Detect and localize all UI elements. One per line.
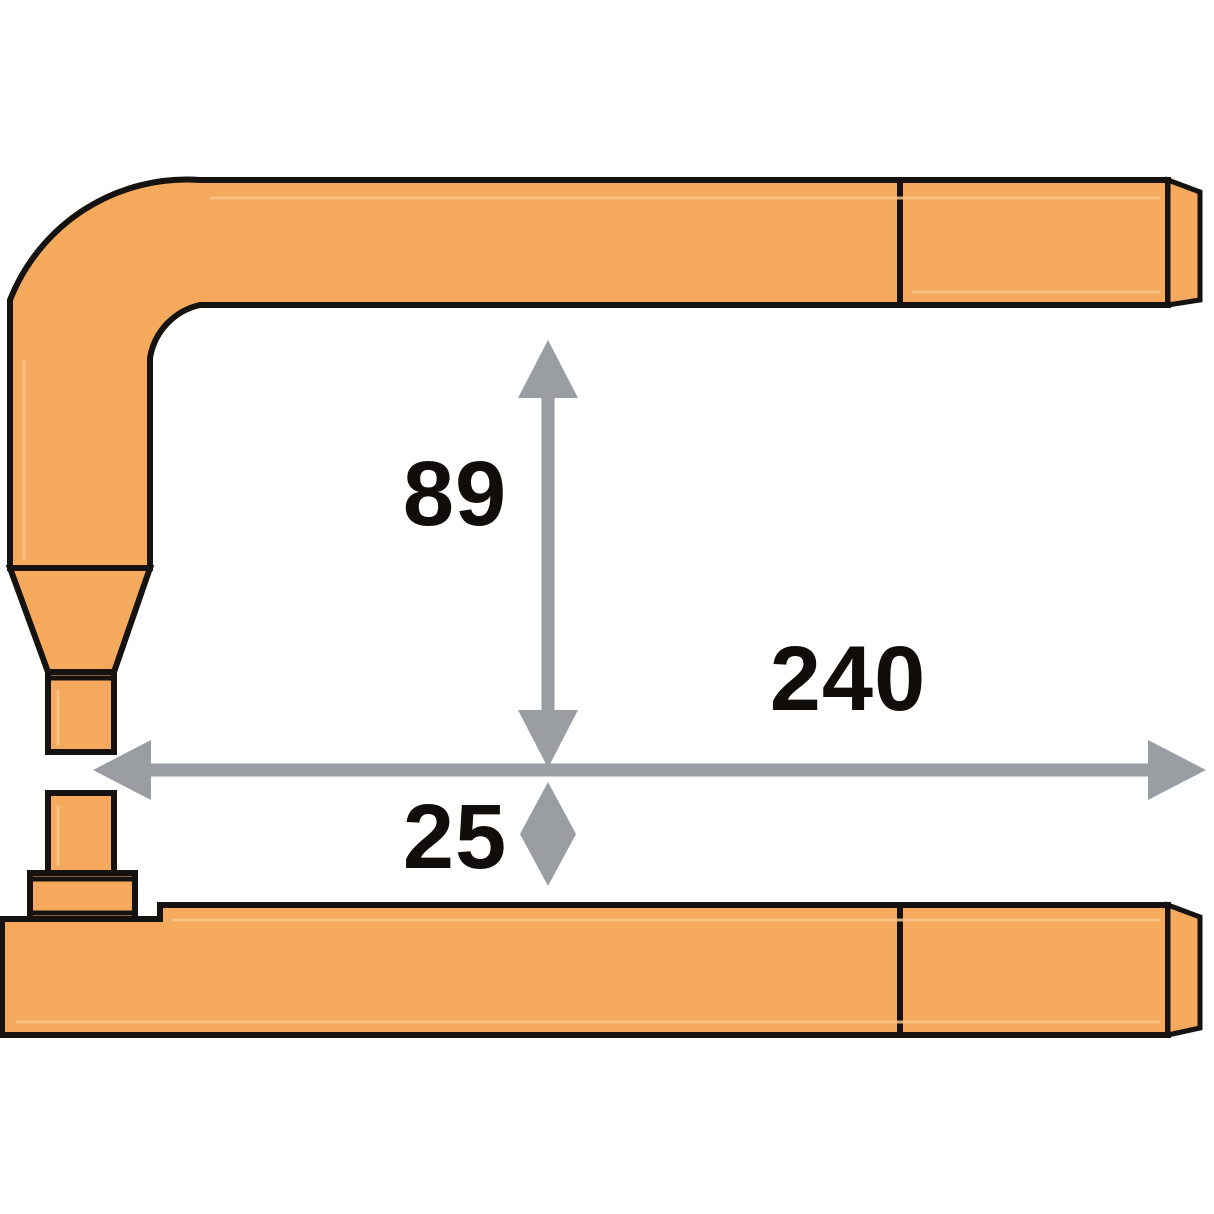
dimension-89: 89 (403, 340, 578, 768)
construction-lines-group (10, 180, 903, 1035)
dimension-240: 240 (93, 628, 1206, 800)
dimension-25-label: 25 (403, 786, 507, 888)
lower-bar-mid-section (897, 902, 1171, 1038)
dimension-89-label: 89 (403, 443, 507, 545)
dimension-89-arrow-up (518, 340, 578, 398)
dimension-89-arrow-down (518, 710, 578, 768)
dimension-240-arrow-right (1148, 740, 1206, 800)
dimension-240-arrow-left (93, 740, 151, 800)
dimension-240-label: 240 (770, 628, 927, 730)
dimension-25-arrow-down (520, 834, 576, 886)
lower-bar-end-cap (1165, 901, 1203, 1039)
surface-highlight-group (16, 196, 1160, 1024)
dimension-25-arrow-up (520, 782, 576, 834)
bent-tube-body (7, 176, 903, 571)
upper-arm-end-cap (1165, 176, 1203, 308)
part-geometry-group (0, 176, 1203, 1039)
tapered-collar (5, 565, 155, 675)
lower-horizontal-bar (0, 902, 903, 1038)
dimension-25: 25 (403, 782, 576, 888)
